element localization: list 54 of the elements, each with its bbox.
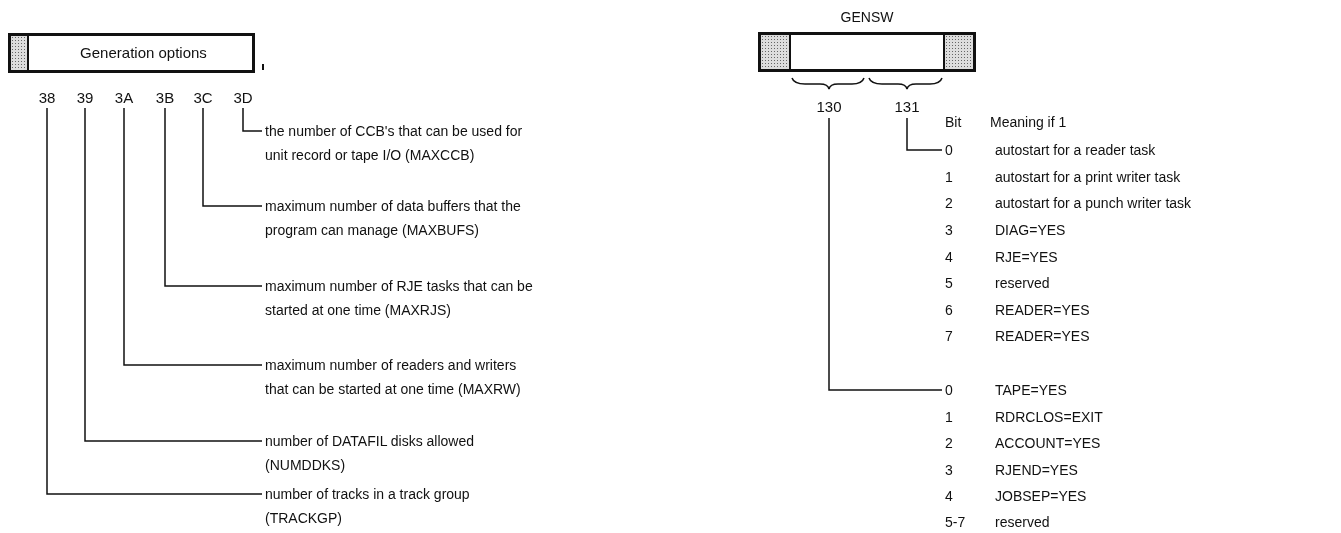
offset-label: 3A [109,89,139,107]
field-description: maximum number of readers and writers that can be started at one time (MAXRW) [265,353,537,401]
table-cell-text: TAPE=YES [995,381,1067,399]
table-cell-text: autostart for a reader task [995,141,1156,159]
leader-line [123,107,263,366]
field-description: maximum number of RJE tasks that can be started at one time (MAXRJS) [265,274,537,322]
table-cell-text: ACCOUNT=YES [995,434,1101,452]
field-description: the number of CCB's that can be used for unit record or tape I/O (MAXCCB) [265,119,537,167]
table-cell-text: READER=YES [995,327,1090,345]
table-cell-text: Bit [945,113,962,131]
field-description: maximum number of data buffers that the program can manage (MAXBUFS) [265,194,537,242]
table-cell-text: RJEND=YES [995,461,1078,479]
leader-line [906,117,943,151]
leader-line [46,107,263,495]
table-cell-text: reserved [995,274,1050,292]
table-cell-text: 2 [945,194,953,212]
table-cell-text: RDRCLOS=EXIT [995,408,1103,426]
table-cell-text: DIAG=YES [995,221,1066,239]
table-cell-text: 5-7 [945,513,966,531]
table-cell-text: 6 [945,301,953,319]
table-cell-text: autostart for a punch writer task [995,194,1192,212]
field-description: number of tracks in a track group (TRACKGP) [265,482,537,530]
leader-line [242,107,263,132]
table-cell-text: JOBSEP=YES [995,487,1087,505]
bit-number: 0 [945,381,953,399]
table-cell-text: autostart for a print writer task [995,168,1181,186]
offset-label: 3D [228,89,258,107]
byte-number: 131 [892,98,922,116]
table-cell-text: 2 [945,434,953,452]
byte-number: 130 [814,98,844,116]
table-cell-text: RJE=YES [995,248,1058,266]
offset-label: 3C [188,89,218,107]
offset-label: 38 [32,89,62,107]
table-cell-text: READER=YES [995,301,1090,319]
register-box: Generation options [8,33,255,73]
table-cell-text: 3 [945,461,953,479]
table-cell-text: 4 [945,248,953,266]
leader-line [202,107,263,207]
table-cell-text: 4 [945,487,953,505]
table-cell-text: 5 [945,274,953,292]
bit-number: 0 [945,141,953,159]
table-cell-text: 7 [945,327,953,345]
field-name: GENSW [839,8,895,26]
offset-label: 3B [150,89,180,107]
table-cell-text: 1 [945,408,953,426]
leader-line [164,107,263,287]
leader-line [84,107,263,442]
table-cell-text: 3 [945,221,953,239]
table-cell-text: reserved [995,513,1050,531]
field-description: number of DATAFIL disks allowed (NUMDDKS) [265,429,537,477]
table-cell-text: 1 [945,168,953,186]
table-cell-text: Meaning if 1 [990,113,1067,131]
leader-line [828,117,943,391]
offset-label: 39 [70,89,100,107]
